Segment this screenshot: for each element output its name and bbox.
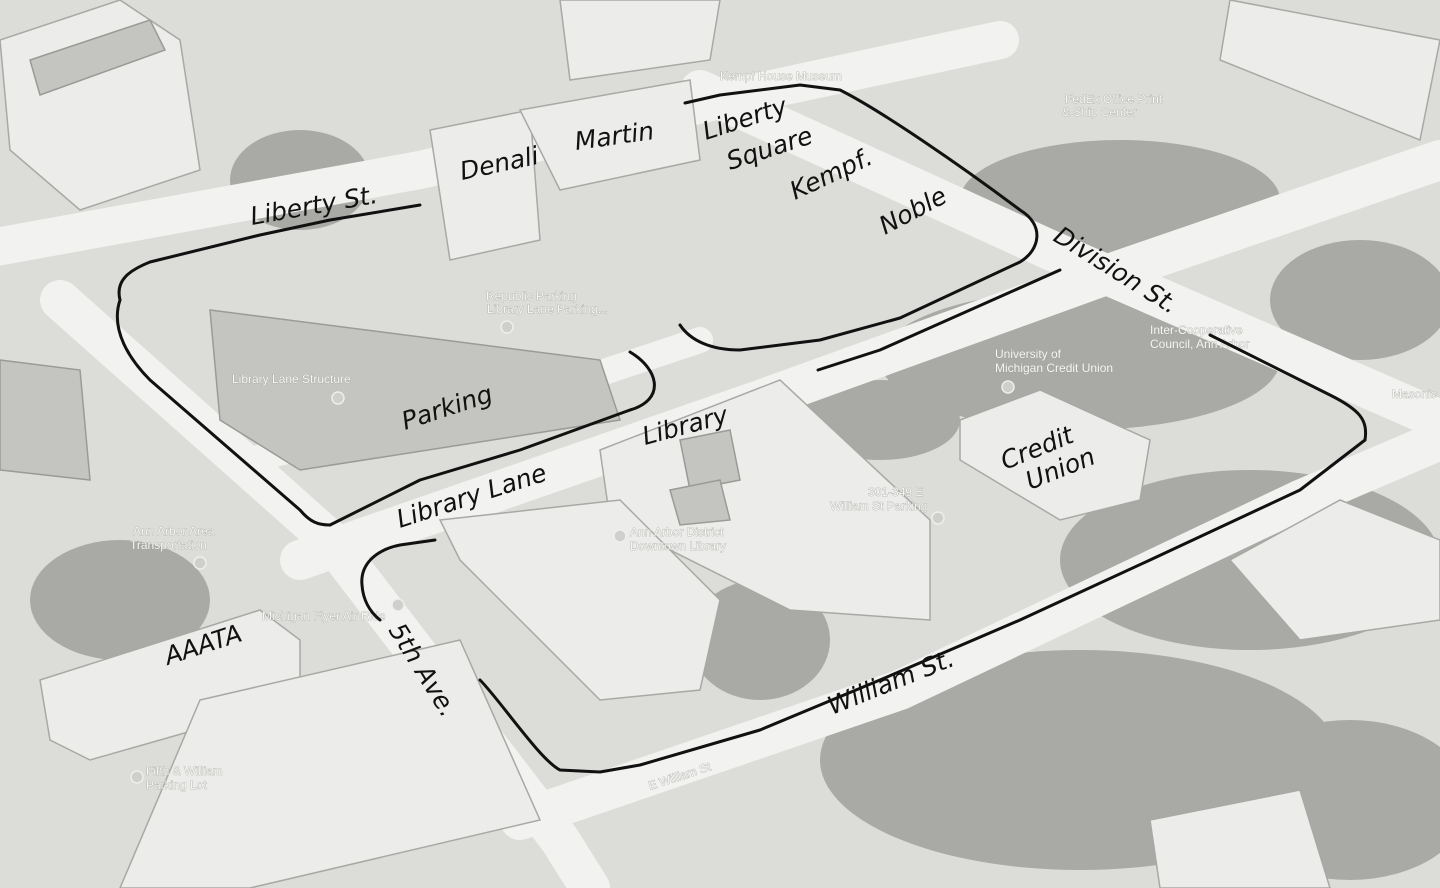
poi-kempf-house[interactable]: Kempf House Museum (720, 69, 843, 84)
map-pin-icon[interactable] (613, 529, 627, 543)
poi-icc-line2[interactable]: Council, Ann Arbor (1150, 337, 1250, 352)
poi-fifth-william-line2[interactable]: Parking Lot (146, 778, 208, 793)
map-pin-icon[interactable] (193, 556, 207, 570)
poi-umcu-line1[interactable]: University of (995, 347, 1062, 362)
map-pin-icon[interactable] (500, 320, 514, 334)
poi-republic-line1[interactable]: Republic Parking (486, 289, 577, 304)
poi-umcu-line2[interactable]: Michigan Credit Union (995, 361, 1114, 376)
map-pin-icon[interactable] (1001, 380, 1015, 394)
poi-michigan-flyer[interactable]: Michigan Flyer Air Ride (262, 609, 386, 624)
poi-aata-line1[interactable]: Ann Arbor Area (133, 524, 215, 539)
poi-aadl-line1[interactable]: Ann Arbor District (630, 525, 725, 540)
hand-drawn-boundaries (115, 83, 1368, 774)
poi-aata-line2[interactable]: Transportation (130, 538, 208, 553)
map-pin-icon[interactable] (931, 511, 945, 525)
map-pin-icon[interactable] (331, 391, 345, 405)
poi-fifth-william-line1[interactable]: Fifth & William (146, 764, 223, 779)
map-pin-icon[interactable] (130, 770, 144, 784)
poi-william-parking-line2[interactable]: William St Parking (830, 499, 928, 514)
poi-library-lane-structure[interactable]: Library Lane Structure (232, 372, 352, 387)
poi-william-parking-line1[interactable]: 301-349 E (868, 485, 924, 500)
poi-masonic[interactable]: Masonic Ph (1392, 387, 1440, 402)
poi-republic-line2[interactable]: Library Lane Parking... (487, 302, 608, 317)
poi-icc-line1[interactable]: Inter-Cooperative (1150, 323, 1244, 338)
map-pin-icon[interactable] (391, 598, 405, 612)
poi-fedex-line1[interactable]: FedEx Office Print (1065, 92, 1163, 107)
poi-aadl-line2[interactable]: Downtown Library (630, 539, 727, 554)
poi-fedex-line2[interactable]: & Ship Center (1062, 105, 1137, 120)
